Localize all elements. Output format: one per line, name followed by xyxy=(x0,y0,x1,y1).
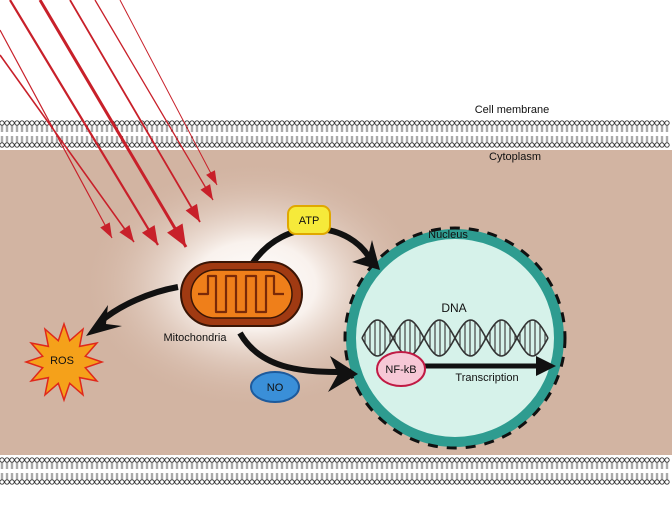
light-ray xyxy=(69,0,201,223)
light-ray-head xyxy=(200,184,213,200)
cytoplasm-label: Cytoplasm xyxy=(489,151,541,163)
cell-membrane-bottom xyxy=(0,457,670,485)
atp-label: ATP xyxy=(299,215,320,227)
ros-arrowhead xyxy=(86,305,122,336)
light-ray-head xyxy=(100,222,112,238)
light-ray xyxy=(94,0,214,201)
atp-box xyxy=(287,205,331,235)
nucleus-label: Nucleus xyxy=(428,229,468,241)
cell-membrane-top xyxy=(0,120,670,148)
ros-star-icon xyxy=(23,321,105,403)
mitochondria-label: Mitochondria xyxy=(164,332,228,344)
light-ray xyxy=(9,0,159,246)
light-ray xyxy=(0,54,135,243)
nfkb-label: NF-kB xyxy=(385,364,416,376)
light-ray xyxy=(119,0,218,186)
atp-arrowhead xyxy=(352,240,380,270)
transcription-label: Transcription xyxy=(455,372,518,384)
no-label: NO xyxy=(267,382,284,394)
no-arrowhead xyxy=(328,356,358,392)
ros-label: ROS xyxy=(50,355,74,367)
no-arrow xyxy=(237,331,346,375)
light-ray xyxy=(38,0,188,248)
cell-membrane-label: Cell membrane xyxy=(475,104,550,116)
transcription-arrowhead xyxy=(536,356,556,376)
light-ray-head xyxy=(141,225,158,245)
dna-label: DNA xyxy=(441,301,466,315)
light-ray-head xyxy=(167,223,186,247)
dna-strand xyxy=(361,319,549,357)
dna-helix-icon xyxy=(361,319,549,357)
light-ray-head xyxy=(119,225,134,242)
no-box xyxy=(250,371,300,403)
light-rays-icon xyxy=(0,0,218,248)
mitochondria-icon xyxy=(180,261,303,327)
light-ray-head xyxy=(206,170,217,185)
light-ray-head xyxy=(185,203,200,222)
nfkb-box xyxy=(376,351,426,387)
